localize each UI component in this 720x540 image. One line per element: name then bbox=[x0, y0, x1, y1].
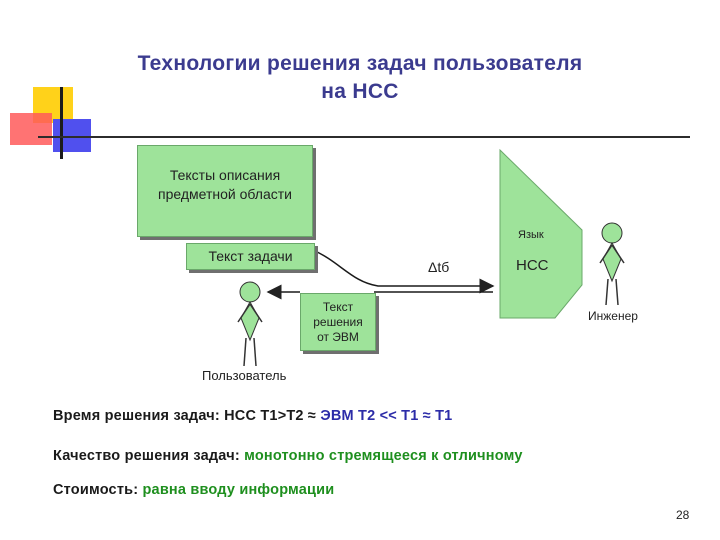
time-nss: НСС Т1>Т2 bbox=[224, 408, 304, 424]
solution-text-box: Текст решения от ЭВМ bbox=[300, 293, 376, 351]
domain-description-box: Тексты описания предметной области bbox=[137, 145, 313, 237]
time-t1: Т1 bbox=[435, 408, 453, 424]
time-approx: ≈ bbox=[307, 408, 317, 424]
cost-value: равна вводу информации bbox=[142, 482, 335, 498]
nss-shape bbox=[499, 148, 583, 319]
decor-vertical-line bbox=[60, 87, 63, 159]
time-label: Время решения задач: bbox=[53, 408, 220, 424]
time-approx-2: ≈ bbox=[422, 408, 431, 424]
delta-t-label: Δtб bbox=[428, 259, 450, 275]
domain-description-text: Тексты описания предметной области bbox=[158, 167, 292, 202]
solution-text: Текст решения от ЭВМ bbox=[313, 299, 363, 344]
slide-title: Технологии решения задач пользователя на… bbox=[0, 50, 720, 106]
time-evm: ЭВМ Т2 << Т1 bbox=[320, 408, 419, 424]
engineer-label: Инженер bbox=[588, 309, 638, 323]
task-to-nss-arrow bbox=[312, 249, 495, 294]
page-number: 28 bbox=[676, 508, 690, 522]
quality-value: монотонно стремящееся к отличному bbox=[244, 448, 523, 464]
decor-blue-square bbox=[53, 119, 91, 152]
cost-line: Стоимость: равна вводу информации bbox=[53, 482, 334, 498]
user-label: Пользователь bbox=[202, 368, 287, 383]
cost-label: Стоимость: bbox=[53, 482, 139, 498]
quality-line: Качество решения задач: монотонно стремя… bbox=[53, 448, 523, 464]
user-figure-icon bbox=[237, 281, 263, 367]
decor-red-square bbox=[10, 113, 52, 145]
nss-label: НСС bbox=[516, 257, 549, 274]
language-label: Язык bbox=[518, 229, 544, 241]
engineer-figure-icon bbox=[599, 222, 625, 306]
time-line: Время решения задач: НСС Т1>Т2 ≈ ЭВМ Т2 … bbox=[53, 408, 452, 424]
task-text-box: Текст задачи bbox=[186, 243, 315, 270]
quality-label: Качество решения задач: bbox=[53, 448, 240, 464]
title-line-2: на НСС bbox=[321, 80, 399, 103]
title-line-1: Технологии решения задач пользователя bbox=[137, 52, 583, 75]
title-underline bbox=[38, 136, 690, 138]
